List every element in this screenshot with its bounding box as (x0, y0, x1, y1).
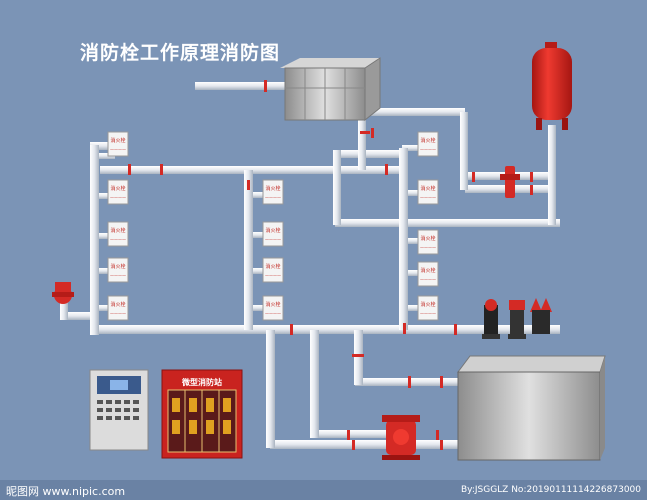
hydrant-sublabel: ———— (110, 195, 126, 200)
hydrant-box: 消火栓 ———— (417, 131, 439, 157)
hydrant-box: 消火栓 ———— (417, 179, 439, 205)
pipe-top-inlet (195, 82, 290, 90)
pipe-tank-down (358, 112, 366, 170)
hydrant-label: 消火栓 (265, 301, 280, 308)
pipe-roof-right-riser (460, 112, 468, 190)
flange-marks (128, 80, 533, 450)
hydrant-sublabel: ———— (265, 195, 281, 200)
hydrant-sublabel: ———— (420, 195, 436, 200)
watermark-right: By:JSGGLZ No:20190111114226873000 (460, 485, 641, 495)
hydrant-label: 消火栓 (110, 227, 125, 234)
hydrant-sublabel: ———— (265, 311, 281, 316)
fire-pump (382, 415, 420, 460)
hydrant-label: 消火栓 (110, 185, 125, 192)
stub-left-2 (95, 193, 115, 199)
pipe-mid-return (335, 219, 560, 227)
check-valve-lower (505, 180, 515, 198)
stub-mid-2 (248, 232, 268, 238)
hydrant-label: 消火栓 (420, 185, 435, 192)
stub-left-3 (95, 233, 115, 239)
hydrant-label: 消火栓 (420, 235, 435, 242)
stub-right-5 (402, 305, 422, 311)
hydrant-label: 消火栓 (265, 185, 280, 192)
stub-mid-4 (248, 305, 268, 311)
hydrant-label: 消火栓 (110, 137, 125, 144)
hydrant-sublabel: ———— (420, 245, 436, 250)
hydrant-boxes: 消火栓 ———— 消火栓 ———— 消火栓 ———— 消火栓 ———— 消火栓 ———— 消火栓 ——… (107, 131, 439, 321)
hydrant-box: 消火栓 ———— (107, 295, 129, 321)
stub-right-3 (402, 238, 422, 244)
hydrant-label: 消火栓 (420, 137, 435, 144)
stub-mid-3 (248, 268, 268, 274)
pipe-left-riser (90, 145, 99, 335)
hydrant-box: 消火栓 ———— (107, 257, 129, 283)
hydrant-label: 消火栓 (420, 301, 435, 308)
pump-adapter-assembly (482, 298, 552, 339)
pressure-tank (532, 42, 572, 130)
hydrant-sublabel: ———— (110, 273, 126, 278)
pipe-return-riser (333, 150, 341, 225)
hydrant-sublabel: ———— (420, 277, 436, 282)
stub-right-2 (402, 190, 422, 196)
pipe-down-1 (266, 330, 275, 448)
roof-water-tank (280, 57, 381, 122)
hydrant-label: 消火栓 (265, 263, 280, 270)
pipe-upper-main (90, 142, 110, 150)
ground-water-tank (457, 355, 606, 461)
pipe-to-tank-upper (355, 378, 460, 386)
hydrant-box: 消火栓 ———— (107, 179, 129, 205)
micro-fire-station-cabinet: 微型消防站 (161, 369, 243, 459)
stub-left-4 (95, 268, 115, 274)
cabinet-label: 微型消防站 (181, 377, 222, 387)
pipe-pressure-tank-riser (548, 125, 556, 225)
pipe-down-2 (310, 330, 319, 438)
stub-left-5 (95, 305, 115, 311)
pipe-roof-tank-out (355, 108, 465, 116)
hydrant-sublabel: ———— (265, 237, 281, 242)
stub-right-4 (402, 270, 422, 276)
hydrant-box: 消火栓 ———— (262, 295, 284, 321)
hydrant-label: 消火栓 (110, 301, 125, 308)
pipe-mid-riser (244, 170, 253, 330)
hydrant-sublabel: ———— (265, 273, 281, 278)
stub-mid-1 (248, 192, 268, 198)
fire-alarm-panel (89, 369, 149, 451)
hydrant-box: 消火栓 ———— (107, 221, 129, 247)
pipe-down-3 (354, 330, 363, 385)
pipe-inlet-stub (60, 312, 95, 320)
hydrant-sublabel: ———— (420, 147, 436, 152)
stub-right-1 (402, 145, 422, 151)
pipe-right-riser (399, 148, 408, 330)
hydrant-box: 消火栓 ———— (417, 229, 439, 255)
watermark-bar (0, 480, 647, 500)
hydrant-label: 消火栓 (265, 227, 280, 234)
hydrant-box: 消火栓 ———— (262, 257, 284, 283)
hydrant-box: 消火栓 ———— (107, 131, 129, 157)
stub-left-1 (95, 153, 115, 159)
hydrant-label: 消火栓 (110, 263, 125, 270)
hydrant-label: 消火栓 (420, 267, 435, 274)
inlet-valve-left (52, 282, 74, 304)
vertical-pipes (60, 112, 556, 448)
hydrant-sublabel: ———— (110, 311, 126, 316)
hydrant-box: 消火栓 ———— (262, 221, 284, 247)
hydrant-sublabel: ———— (110, 237, 126, 242)
pipe-upper-right (335, 150, 405, 158)
hydrant-box: 消火栓 ———— (417, 295, 439, 321)
pipe-inlet-riser (60, 290, 68, 320)
watermark-left: 昵图网 www.nipic.com (6, 485, 126, 498)
hydrant-sublabel: ———— (110, 147, 126, 152)
hydrant-sublabel: ———— (420, 311, 436, 316)
diagram-title: 消防栓工作原理消防图 (80, 42, 281, 64)
pipe-main-loop (90, 325, 560, 334)
hydrant-box: 消火栓 ———— (262, 179, 284, 205)
hydrant-box: 消火栓 ———— (417, 261, 439, 287)
pipe-to-tank-lower (270, 440, 460, 449)
